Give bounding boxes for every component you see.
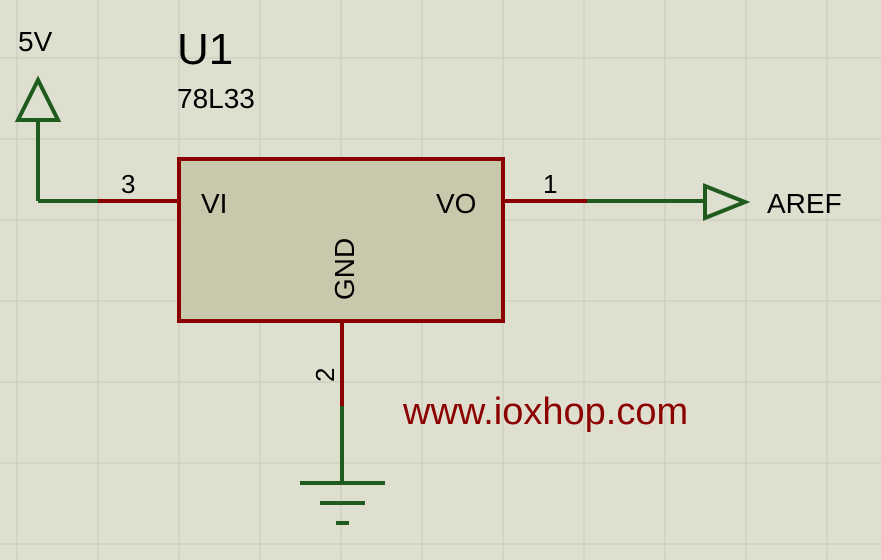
output-terminal-label: AREF — [767, 188, 842, 219]
pin-label-vo: VO — [436, 188, 476, 219]
pin-label-gnd: GND — [329, 238, 360, 300]
watermark-text: www.ioxhop.com — [402, 391, 688, 433]
power-terminal-5v[interactable] — [14, 75, 62, 201]
component-value: 78L33 — [177, 83, 255, 114]
component-ref: U1 — [177, 25, 233, 74]
power-label: 5V — [18, 26, 53, 57]
pin-3-number: 3 — [121, 169, 135, 199]
output-terminal-arrow[interactable] — [703, 183, 751, 221]
pin-label-vi: VI — [201, 188, 227, 219]
regulator-body[interactable] — [177, 157, 505, 323]
pin-1-number: 1 — [543, 169, 557, 199]
ground-symbol[interactable] — [300, 481, 385, 525]
pin-2-number: 2 — [310, 368, 340, 382]
power-arrow — [14, 75, 62, 122]
